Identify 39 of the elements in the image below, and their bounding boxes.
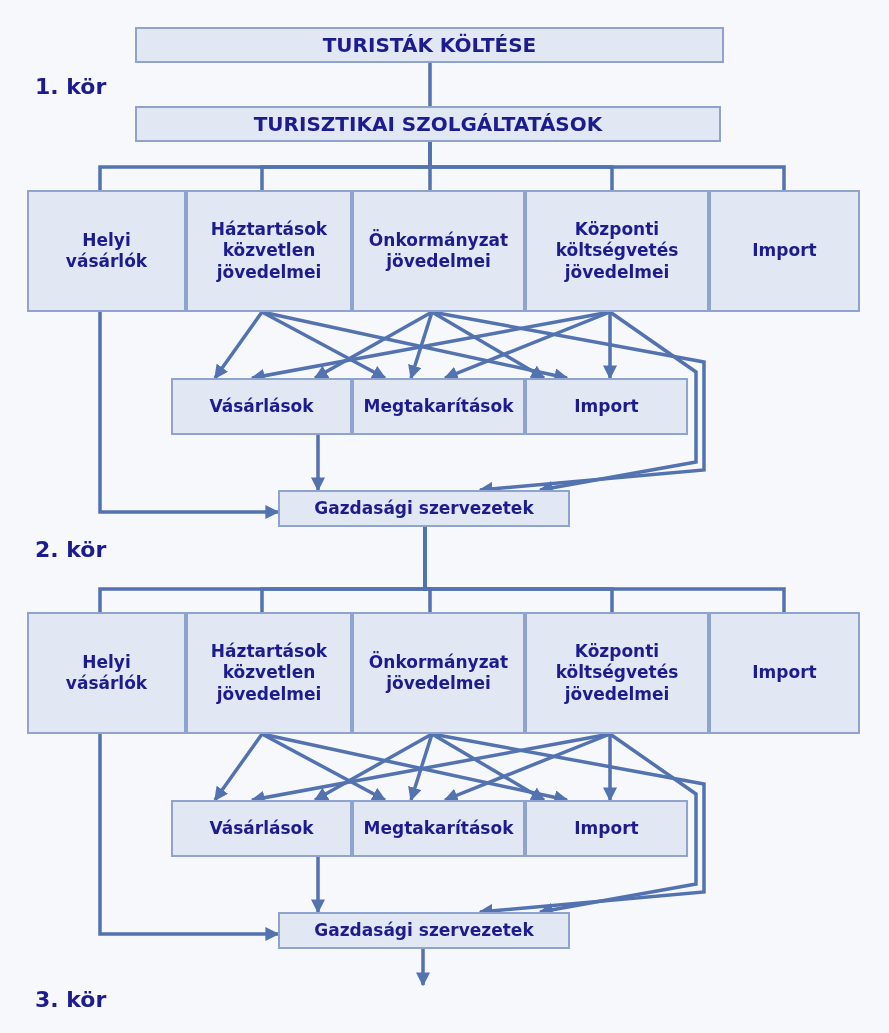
text-box: Gazdasági szervezetek [278, 912, 570, 949]
arrow [313, 310, 433, 380]
text-box: Import [525, 378, 688, 435]
text-box: Önkormányzat jövedelmei [352, 190, 525, 312]
text-box: TURISZTIKAI SZOLGÁLTATÁSOK [135, 106, 721, 142]
arrow [213, 311, 264, 380]
connector-line [428, 142, 786, 190]
text-box: Import [709, 190, 860, 312]
arrow [603, 734, 617, 802]
text-box: Helyi vásárlók [27, 190, 186, 312]
arrow [311, 435, 325, 492]
text-box: TURISTÁK KÖLTÉSE [135, 27, 724, 63]
arrow [313, 732, 433, 802]
round-label: 3. kör [35, 986, 107, 1014]
text-box: Vásárlások [171, 800, 352, 857]
text-box: Háztartások közvetlen jövedelmei [186, 190, 352, 312]
text-box: Helyi vásárlók [27, 612, 186, 734]
text-box: Import [709, 612, 860, 734]
connector-line [423, 527, 786, 612]
arrow [603, 312, 617, 380]
arrow [98, 734, 280, 941]
text-box: Központi költségvetés jövedelmei [525, 612, 709, 734]
arrow [416, 949, 430, 987]
arrow [408, 733, 434, 802]
arrow [213, 733, 264, 802]
text-box: Központi költségvetés jövedelmei [525, 190, 709, 312]
text-box: Megtakarítások [352, 800, 525, 857]
arrow [98, 312, 280, 519]
arrow [408, 311, 434, 380]
text-box: Vásárlások [171, 378, 352, 435]
text-box: Import [525, 800, 688, 857]
text-box: Gazdasági szervezetek [278, 490, 570, 527]
connector-line [428, 63, 432, 106]
text-box: Megtakarítások [352, 378, 525, 435]
arrow [311, 857, 325, 914]
text-box: Háztartások közvetlen jövedelmei [186, 612, 352, 734]
text-box: Önkormányzat jövedelmei [352, 612, 525, 734]
round-label: 1. kör [35, 73, 107, 101]
round-label: 2. kör [35, 536, 107, 564]
